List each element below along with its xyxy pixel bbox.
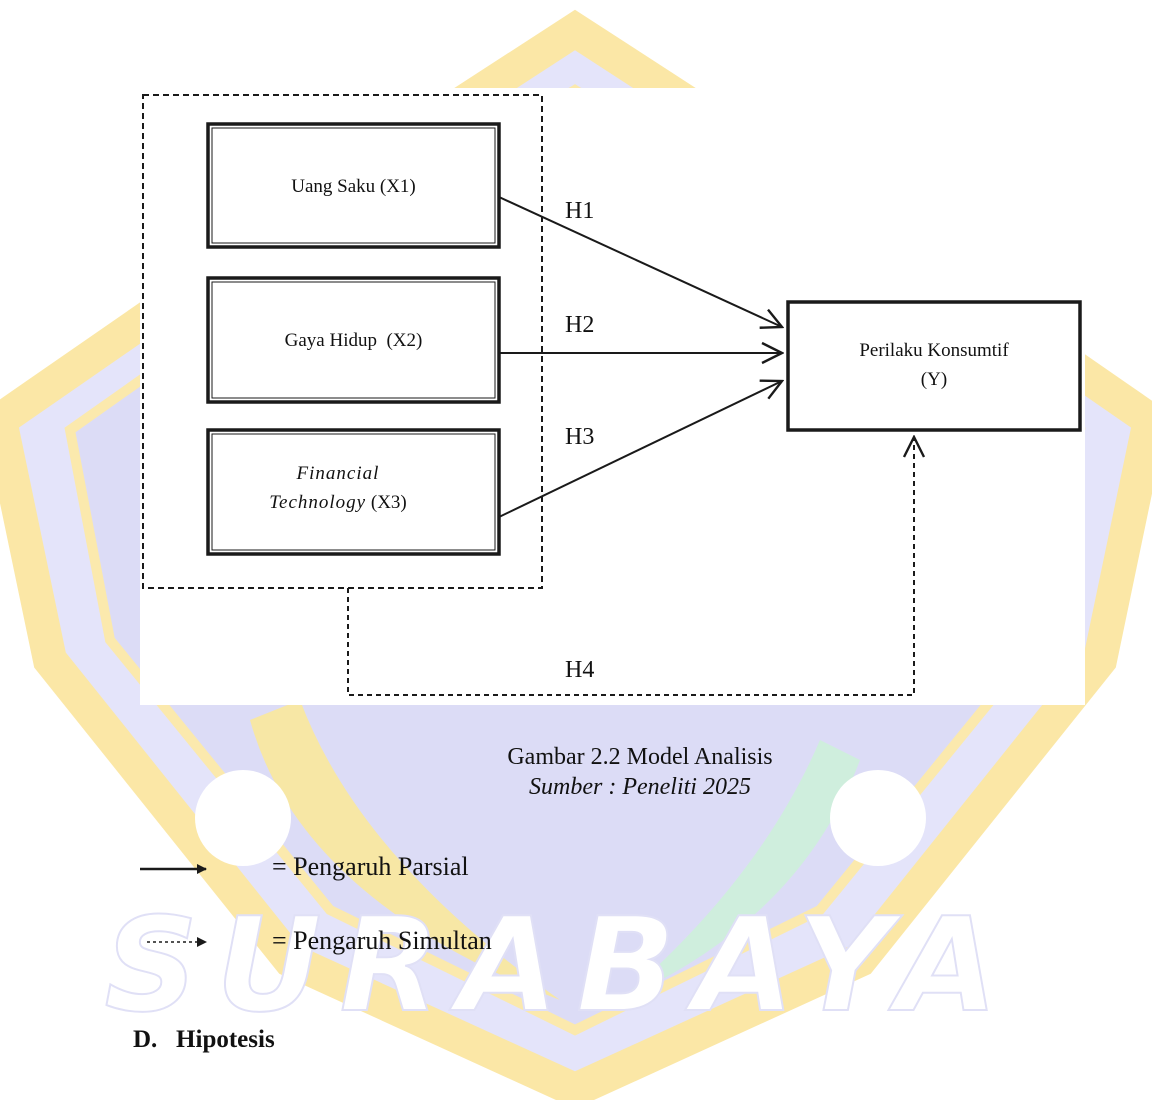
box-x1-label: Uang Saku (X1) — [212, 172, 495, 201]
arrow-h1 — [498, 196, 782, 327]
independent-variables-group — [142, 94, 543, 589]
x3-suffix-text: (X3) — [366, 492, 407, 514]
arrow-h4 — [347, 437, 914, 696]
legend-partial-label: = Pengaruh Parsial — [272, 852, 469, 881]
watermark-dot-right — [830, 770, 926, 866]
legend-simultaneous-label: = Pengaruh Simultan — [272, 926, 492, 955]
box-x2-label: Gaya Hidup (X2) — [212, 326, 495, 355]
box-y-label: Perilaku Konsumtif (Y) — [792, 336, 1076, 395]
figure-caption-title: Gambar 2.2 Model Analisis — [507, 744, 773, 770]
box-x2 — [206, 276, 501, 404]
section-heading: D. Hipotesis — [133, 1026, 275, 1053]
box-x3 — [206, 428, 501, 556]
x2-text: Gaya Hidup (X2) — [284, 330, 423, 351]
watermark-leaf-left — [250, 700, 560, 1000]
hypothesis-h1-label: H1 — [565, 198, 595, 224]
figure-caption-source: Sumber : Peneliti 2025 — [529, 774, 751, 800]
watermark-leaf-right — [620, 740, 860, 1000]
hypothesis-h3-label: H3 — [565, 424, 595, 450]
y-line1: Perilaku Konsumtif — [859, 340, 1009, 361]
box-x3-label: Financial Technology (X3) — [248, 459, 428, 518]
watermark-dot-left — [195, 770, 291, 866]
hypothesis-h4-label: H4 — [565, 657, 595, 683]
hypothesis-h2-label: H2 — [565, 312, 595, 338]
x1-text: Uang Saku (X1) — [291, 176, 416, 197]
watermark-text: SURABAYA — [105, 889, 1016, 1041]
y-line2: (Y) — [920, 369, 948, 391]
x3-italic-text: Financial Technology — [269, 463, 380, 514]
arrow-h3 — [498, 381, 782, 518]
box-y — [786, 300, 1082, 432]
box-x1 — [206, 122, 501, 249]
